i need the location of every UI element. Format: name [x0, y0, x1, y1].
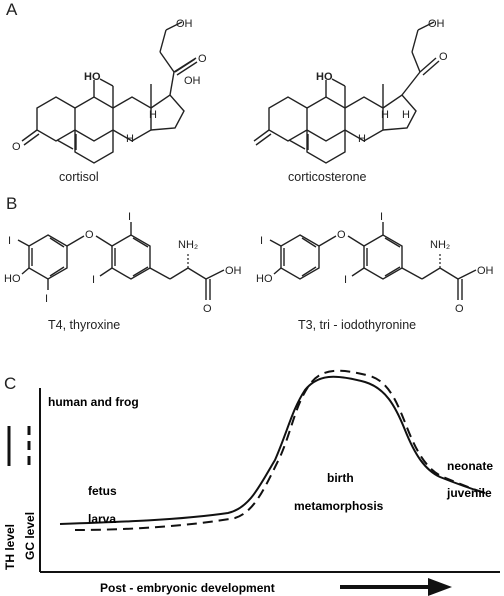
- development-arrow-head: [428, 578, 452, 596]
- t4-oh: OH: [225, 265, 242, 277]
- t3-iodine-3: I: [344, 274, 347, 286]
- t4-iodine-4: I: [92, 274, 95, 286]
- corticosterone-structure: OH O HO H H H O: [252, 18, 448, 164]
- t3-oh: OH: [477, 265, 494, 277]
- cortisol-o-3: O: [12, 141, 21, 153]
- stage-juvenile: juvenile: [446, 486, 492, 500]
- panel-c-letter: C: [4, 374, 17, 393]
- t3-nh2: NH₂: [430, 239, 450, 251]
- t4-iodine-1: I: [8, 235, 11, 247]
- t3-structure: I I I O HO NH₂ OH O: [256, 211, 494, 315]
- t4-oxygen: O: [85, 229, 94, 241]
- t4-iodine-2: I: [45, 293, 48, 305]
- t3-o2: O: [455, 303, 464, 315]
- cortisol-oh-top: OH: [176, 18, 193, 30]
- t3-ho: HO: [256, 273, 273, 285]
- stage-larva: larva: [88, 512, 116, 526]
- corticosterone-o-3: O: [252, 141, 253, 153]
- th-curve: [59, 375, 486, 525]
- diagram-title: human and frog: [48, 395, 139, 409]
- cortisol-o-ketone: O: [198, 53, 207, 65]
- cortisol-structure: OH O HO H H OH O: [12, 18, 207, 164]
- t3-oxygen: O: [337, 229, 346, 241]
- hormone-level-diagram: human and frog fetus larva birth metamor…: [3, 369, 500, 596]
- th-level-label: TH level: [3, 524, 17, 570]
- t4-label: T4, thyroxine: [48, 318, 121, 332]
- corticosterone-h3: H: [402, 109, 410, 121]
- corticosterone-h2: H: [381, 109, 389, 121]
- cortisol-ho-11: HO: [84, 71, 101, 83]
- panel-a-letter: A: [6, 0, 18, 19]
- panel-b-letter: B: [6, 194, 18, 213]
- t4-nh2: NH₂: [178, 239, 198, 251]
- stage-birth: birth: [327, 471, 354, 485]
- corticosterone-label: corticosterone: [288, 170, 367, 184]
- corticosterone-oh-top: OH: [428, 18, 445, 30]
- gc-level-label: GC level: [23, 512, 37, 560]
- stage-neonate: neonate: [447, 459, 493, 473]
- cortisol-label: cortisol: [59, 170, 99, 184]
- t3-iodine-1: I: [260, 235, 263, 247]
- cortisol-h2: H: [149, 109, 157, 121]
- t4-structure: I I I I O HO NH₂ OH O: [4, 211, 242, 315]
- stage-fetus: fetus: [88, 484, 117, 498]
- corticosterone-o-ketone: O: [439, 51, 448, 63]
- gc-curve: [74, 369, 489, 531]
- cortisol-oh-17: OH: [184, 75, 201, 87]
- t4-iodine-3: I: [128, 211, 131, 223]
- t3-label: T3, tri - iodothyronine: [298, 318, 417, 332]
- cortisol-h1: H: [126, 133, 134, 145]
- t4-o2: O: [203, 303, 212, 315]
- corticosterone-ho-11: HO: [316, 71, 333, 83]
- corticosterone-h1: H: [358, 133, 366, 145]
- stage-metamorphosis: metamorphosis: [294, 499, 384, 513]
- t4-ho: HO: [4, 273, 21, 285]
- x-axis-label: Post - embryonic development: [100, 581, 275, 595]
- t3-iodine-2: I: [380, 211, 383, 223]
